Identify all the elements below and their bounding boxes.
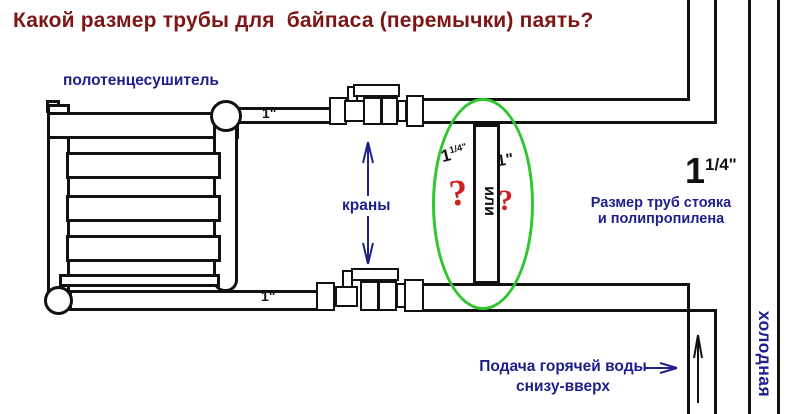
top-pipe-lower-edge	[423, 121, 717, 124]
hot-riser-top-right-edge	[714, 0, 717, 124]
supply-note-line2: снизу-вверх	[516, 378, 610, 396]
bottom-valve-nut	[316, 282, 335, 311]
up-arrow-icon	[362, 141, 374, 196]
size-fraction: 1/4	[705, 155, 729, 174]
valves-label: краны	[342, 197, 391, 214]
hot-riser-top-left-edge	[687, 0, 690, 101]
page-title: Какой размер трубы для байпаса (перемычк…	[13, 9, 594, 32]
bottom-pipe-lower-edge	[423, 309, 717, 312]
size-base: 1	[685, 150, 706, 191]
towel-rail-rung	[66, 152, 221, 179]
cold-riser-label: холодная	[755, 310, 775, 398]
cold-riser-left-edge	[748, 0, 751, 414]
top-union-fitting	[210, 100, 242, 132]
towel-rail-bottom-bar	[59, 274, 220, 287]
riser-caption-line2: и полипропилена	[597, 211, 725, 228]
cold-riser-right-edge	[777, 0, 780, 414]
down-arrow-icon	[362, 216, 374, 265]
towel-rail-rung	[66, 235, 221, 262]
top-pipe-size-label: 1"	[262, 105, 277, 121]
bottom-pipe-size-label: 1"	[261, 288, 276, 304]
hot-riser-bottom-left-edge	[687, 283, 690, 414]
towel-rail-label: полотенцесушитель	[63, 72, 219, 89]
top-valve-handle	[353, 84, 400, 97]
bottom-pipe-upper-edge	[423, 283, 690, 286]
supply-note: Подача горячей воды снизу-вверх	[479, 357, 647, 397]
towel-rail-top-bar	[47, 112, 239, 139]
bottom-valve-body	[335, 286, 358, 307]
bottom-union-fitting	[44, 286, 73, 315]
bottom-connection-pipe	[69, 290, 320, 311]
riser-caption-line1: Размер труб стояка	[590, 195, 732, 211]
flow-up-arrow-icon	[693, 334, 703, 403]
hot-riser-bottom-right-edge	[714, 309, 717, 414]
top-valve-section	[363, 97, 382, 125]
towel-rail-rung	[66, 195, 221, 222]
top-valve-section	[381, 97, 398, 125]
bottom-valve-section	[378, 281, 397, 311]
right-arrow-icon	[644, 362, 678, 374]
bottom-valve-section	[360, 281, 379, 311]
riser-caption: Размер труб стояка и полипропилена	[582, 195, 740, 227]
supply-note-line1: Подача горячей воды	[479, 358, 647, 375]
top-valve-adapter	[406, 95, 424, 127]
bypass-highlight-ellipse	[432, 98, 534, 310]
top-pipe-upper-edge	[423, 98, 690, 101]
size-unit: "	[728, 155, 737, 174]
riser-size-label: 11/4"	[685, 153, 737, 189]
bottom-valve-adapter	[404, 279, 424, 312]
bottom-valve-handle	[351, 268, 399, 281]
top-connection-pipe	[238, 107, 332, 124]
